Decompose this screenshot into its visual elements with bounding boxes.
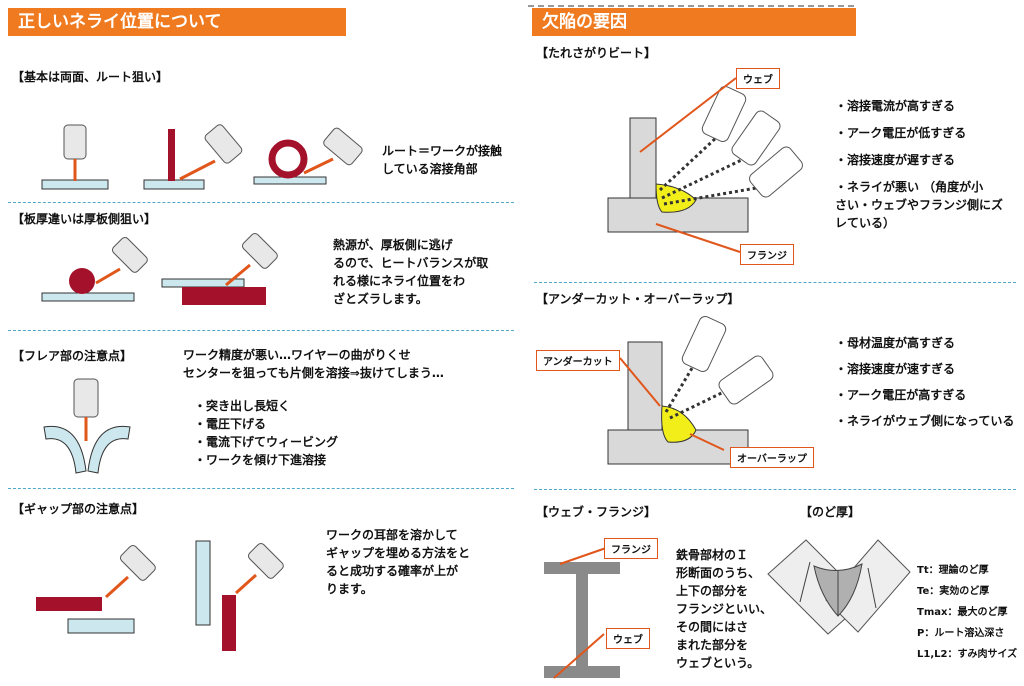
label-web-1: ウェブ [736, 68, 780, 89]
right-header-dash [528, 5, 854, 7]
right-s2-bullet-2: ・アーク電圧が高すぎる [835, 388, 967, 402]
left-s4-line-3: ります。 [326, 582, 373, 596]
flare-diagram [43, 378, 131, 474]
i-beam-diagram [544, 547, 620, 679]
right-s4-title: 【のど厚】 [800, 505, 861, 519]
right-s3-line-4: その間にはさ [676, 620, 749, 634]
right-s4-legend-1: Te：実効のど厚 [917, 586, 990, 597]
left-s2-line-2: れる様にネライ位置をわ [333, 274, 466, 288]
right-s2-bullet-3: ・ネライがウェブ側になっている [835, 414, 1015, 428]
right-s1-title: 【たれさがりビート】 [536, 46, 657, 60]
label-flange-1: フランジ [740, 244, 794, 265]
left-separator-2 [8, 330, 514, 331]
right-s3-title: 【ウェブ・フランジ】 [536, 505, 657, 519]
right-s3-line-2: 上下の部分を [676, 584, 749, 598]
undercut-diagram [607, 315, 774, 465]
right-s1-bullet-2: ・溶接速度が遅すぎる [835, 153, 956, 167]
thickness-diagram [41, 232, 278, 305]
right-s2-bullet-1: ・溶接速度が速すぎる [835, 362, 956, 376]
left-s1-title: 【基本は両面、ルート狙い】 [12, 70, 169, 84]
left-s3-bullet-3: ・ワークを傾け下進溶接 [194, 453, 327, 467]
right-s1-bullet-3: ・ネライが悪い （角度が小 [835, 180, 984, 194]
right-s1-bullet-0: ・溶接電流が高すぎる [835, 99, 956, 113]
right-s1-bullet-4: さい・ウェブやフランジ側にズ [835, 198, 1004, 212]
left-separator-1 [8, 202, 514, 203]
left-separator-3 [8, 488, 514, 489]
right-s4-legend-0: Tt：理論のど厚 [917, 565, 989, 576]
label-flange-2: フランジ [604, 538, 658, 559]
left-s3-bullet-1: ・電圧下げる [194, 417, 267, 431]
left-s4-title: 【ギャップ部の注意点】 [12, 502, 145, 516]
left-s4-line-0: ワークの耳部を溶かして [326, 528, 458, 542]
left-s1-line-1: している溶接角部 [382, 162, 478, 176]
left-s3-intro-1: センターを狙っても片側を溶接⇒抜けてしまう… [183, 366, 444, 380]
left-s2-line-3: ざとズラします。 [333, 292, 428, 306]
right-s3-line-5: まれた部分を [676, 638, 749, 652]
left-header: 正しいネライ位置について [8, 8, 346, 36]
label-overlap: オーバーラップ [730, 447, 814, 468]
right-s4-legend-2: Tmax：最大のど厚 [917, 607, 1008, 618]
left-s1-line-0: ルート＝ワークが接触 [382, 144, 503, 158]
gap-diagram [36, 540, 284, 651]
left-s4-line-1: ギャップを埋める方法をと [326, 546, 471, 560]
throat-diagram [767, 539, 911, 635]
right-separator-2 [534, 489, 1016, 490]
left-s3-bullet-2: ・電流下げてウィービング [194, 435, 339, 449]
left-s3-title: 【フレア部の注意点】 [12, 349, 133, 363]
right-s3-line-3: フランジといい、 [676, 602, 773, 616]
right-s1-bullet-1: ・アーク電圧が低すぎる [835, 126, 967, 140]
right-separator-1 [534, 282, 1016, 283]
left-s2-line-1: るので、ヒートバランスが取 [333, 256, 489, 270]
right-s3-line-0: 鉄骨部材のＩ [676, 548, 749, 562]
right-s2-title: 【アンダーカット・オーバーラップ】 [536, 292, 740, 306]
right-s1-bullet-5: レている） [835, 216, 896, 230]
left-s3-bullet-0: ・突き出し長短く [194, 399, 291, 413]
right-header: 欠陥の要因 [532, 8, 856, 36]
left-s4-line-2: ると成功する確率が上が [326, 564, 459, 578]
left-s3-intro-0: ワーク精度が悪い…ワイヤーの曲がりくせ [183, 348, 411, 362]
label-undercut: アンダーカット [536, 350, 620, 371]
right-s4-legend-3: P：ルート溶込深さ [917, 628, 1005, 639]
left-s2-title: 【板厚違いは厚板側狙い】 [12, 212, 157, 226]
sagging-bead-diagram [607, 77, 803, 253]
left-s2-line-0: 熱源が、厚板側に逃げ [333, 238, 453, 252]
right-s2-bullet-0: ・母材温度が高すぎる [835, 336, 956, 350]
right-s4-legend-4: L1,L2：すみ肉サイズ [917, 649, 1018, 660]
root-target-diagram [41, 124, 363, 190]
right-s3-line-6: ウェブという。 [676, 656, 760, 670]
right-s3-line-1: 形断面のうち、 [676, 566, 761, 580]
label-web-2: ウェブ [606, 628, 650, 649]
